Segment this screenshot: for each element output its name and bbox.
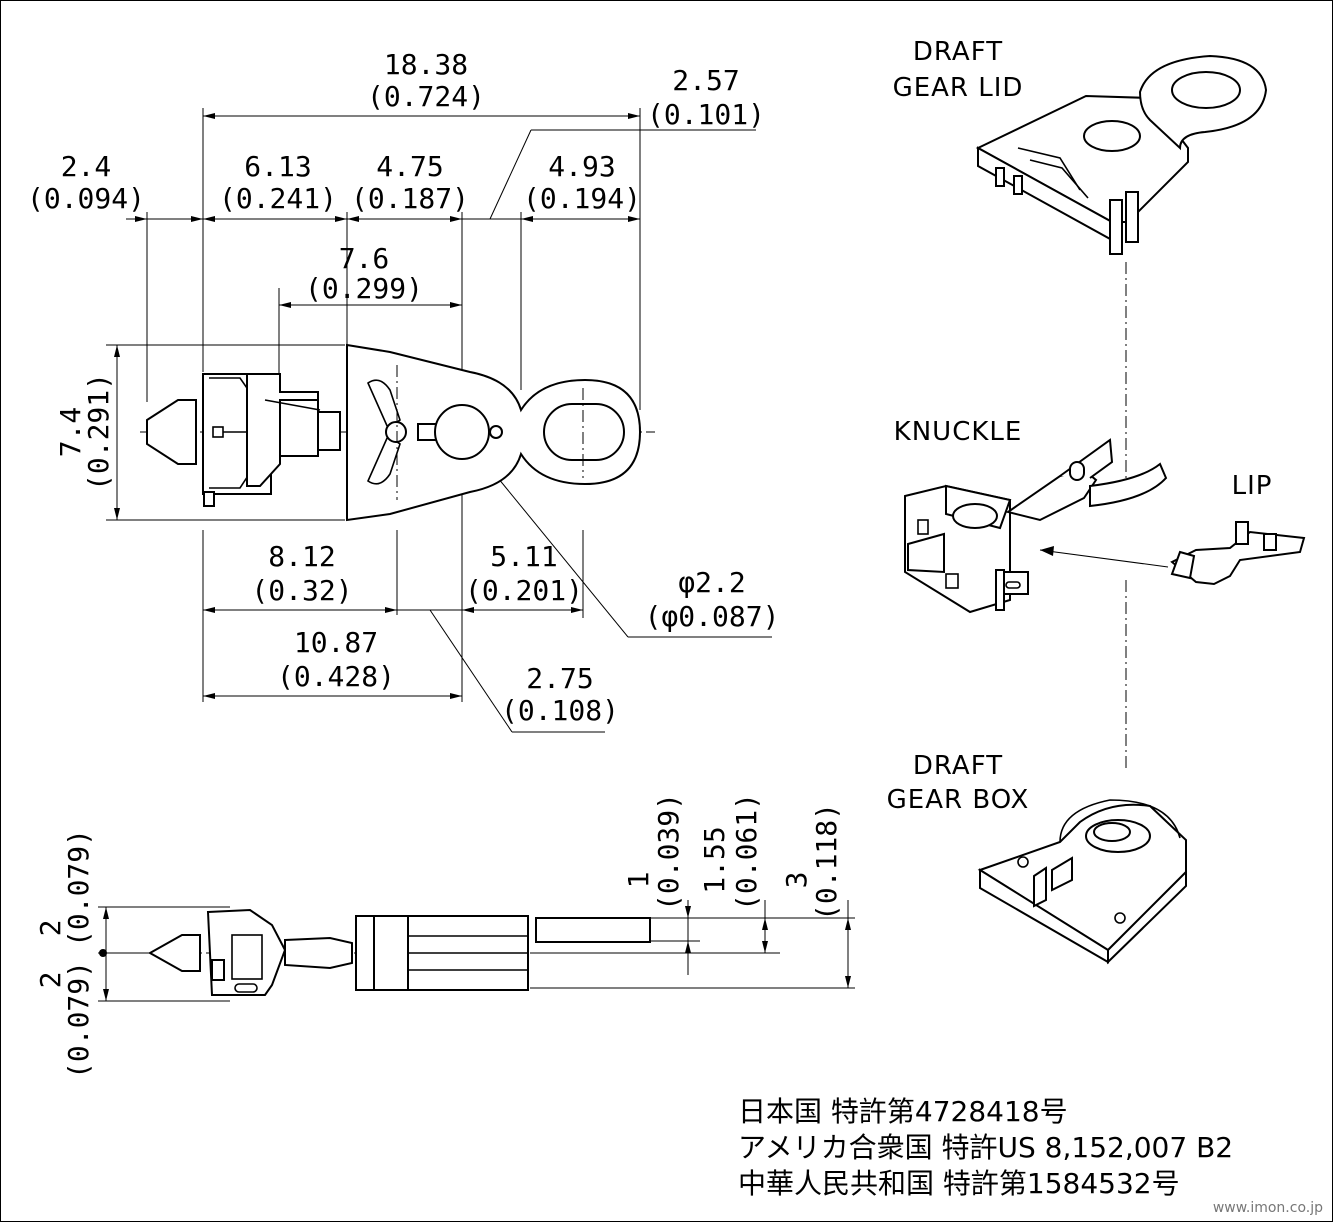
dim-t3-mm: 3 — [780, 872, 813, 889]
patent-usa: アメリカ合衆国 特許US 8,152,007 B2 — [738, 1131, 1234, 1164]
dim-knuckle-in: (0.241) — [219, 182, 337, 215]
label-lid-line2: GEAR LID — [893, 73, 1024, 103]
dim-tail-in: (0.101) — [647, 98, 765, 131]
coupler-top-view — [140, 343, 655, 522]
dim-shank-mm: 4.75 — [376, 150, 443, 183]
patent-china: 中華人民共和国 特許第1584532号 — [738, 1167, 1180, 1200]
dim-pivot-in: (0.299) — [305, 272, 423, 305]
dim-t3-in: (0.118) — [810, 803, 843, 921]
label-lid-line1: DRAFT — [913, 37, 1003, 67]
exploded-assembly — [1039, 262, 1169, 770]
dim-t155-in: (0.061) — [730, 793, 763, 911]
coupler-side-view — [98, 900, 855, 1002]
draft-gear-box-illustration — [977, 799, 1187, 965]
label-lip: LIP — [1232, 471, 1273, 501]
dim-511-in: (0.201) — [465, 574, 583, 607]
dim-812-in: (0.32) — [251, 574, 352, 607]
label-knuckle: KNUCKLE — [894, 417, 1023, 447]
dim-pivot-mm: 7.6 — [339, 242, 390, 275]
dim-1087-mm: 10.87 — [294, 626, 378, 659]
knuckle-illustration — [904, 438, 1168, 614]
label-box-line2: GEAR BOX — [887, 785, 1030, 815]
dim-tip-mm: 2.4 — [61, 150, 112, 183]
dim-side-top-in: (0.079) — [62, 829, 95, 947]
dim-height-in: (0.291) — [82, 373, 115, 491]
dim-side-bottom-in: (0.079) — [62, 961, 95, 1079]
patent-japan: 日本国 特許第4728418号 — [738, 1095, 1068, 1128]
dim-812-mm: 8.12 — [268, 540, 335, 573]
draft-gear-lid-illustration — [975, 54, 1268, 255]
part-labels: DRAFT GEAR LID KNUCKLE LIP DRAFT GEAR BO… — [887, 37, 1273, 815]
dim-tail-mm: 2.57 — [672, 64, 739, 97]
dim-loop-mm: 4.93 — [548, 150, 615, 183]
dim-1087-in: (0.428) — [277, 660, 395, 693]
dim-height-mm: 7.4 — [54, 407, 87, 458]
dim-tip-in: (0.094) — [27, 182, 145, 215]
dim-511-mm: 5.11 — [490, 540, 557, 573]
dim-side-top-mm: 2 — [34, 920, 67, 937]
watermark: www.imon.co.jp — [1212, 1200, 1323, 1216]
dim-phi-mm: φ2.2 — [678, 566, 745, 599]
label-box-line1: DRAFT — [913, 751, 1003, 781]
dim-side-bottom-mm: 2 — [34, 972, 67, 989]
dim-t155-mm: 1.55 — [698, 826, 731, 893]
dim-t1-in: (0.039) — [652, 793, 685, 911]
dim-phi-in: (φ0.087) — [645, 600, 780, 633]
dimension-labels: 18.38 (0.724) 2.57 (0.101) 2.4 (0.094) 6… — [27, 48, 843, 1079]
dim-knuckle-mm: 6.13 — [244, 150, 311, 183]
dim-275-mm: 2.75 — [526, 662, 593, 695]
dim-overall-mm: 18.38 — [384, 48, 468, 81]
dim-t1-mm: 1 — [622, 872, 655, 889]
dim-275-in: (0.108) — [501, 694, 619, 727]
dim-shank-in: (0.187) — [351, 182, 469, 215]
dim-overall-in: (0.724) — [367, 80, 485, 113]
dim-loop-in: (0.194) — [523, 182, 641, 215]
lip-illustration — [1170, 521, 1306, 586]
